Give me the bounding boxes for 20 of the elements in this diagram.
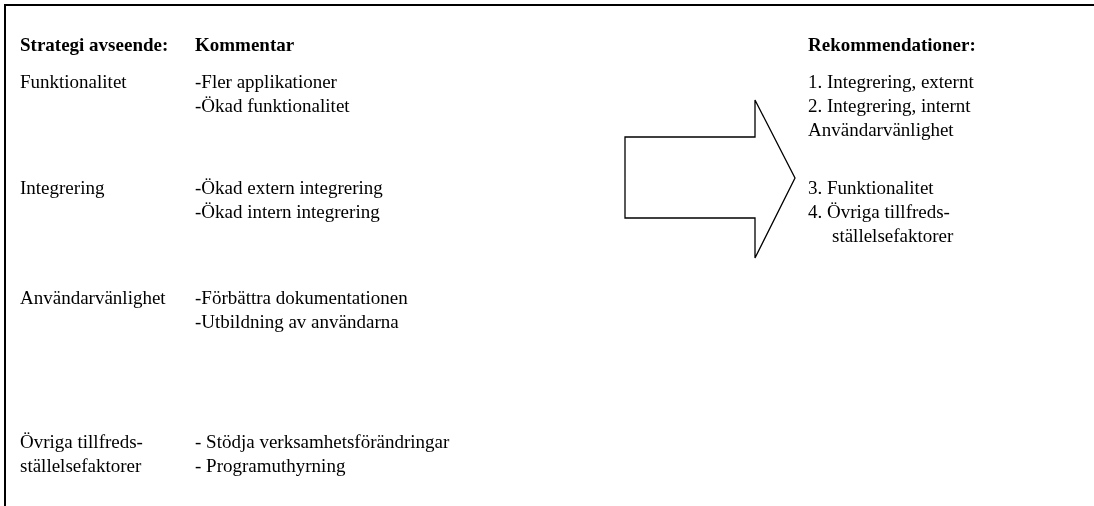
comment-text: -Fler applikationer (195, 70, 337, 94)
column-heading: Kommentar (195, 33, 295, 57)
comment-text: - Stödja verksamhetsförändringar (195, 430, 450, 454)
comment-text: - Programuthyrning (195, 454, 346, 478)
recommendation-text: Användarvänlighet (808, 118, 954, 142)
recommendation-text: 4. Övriga tillfreds- ställelsefaktorer (808, 200, 955, 248)
column-heading: Strategi avseende: (20, 33, 169, 57)
column-heading: Rekommendationer: (808, 33, 976, 57)
comment-text: -Ökad funktionalitet (195, 94, 350, 118)
strategy-label: Övriga tillfreds- ställelsefaktorer (20, 430, 144, 478)
comment-text: -Förbättra dokumentationen (195, 286, 408, 310)
recommendation-text: 1. Integrering, externt (808, 70, 974, 94)
comment-text: -Ökad intern integrering (195, 200, 380, 224)
strategy-label: Funktionalitet (20, 70, 127, 94)
strategy-label: Integrering (20, 176, 105, 200)
recommendation-text: 2. Integrering, internt (808, 94, 971, 118)
comment-text: -Utbildning av användarna (195, 310, 399, 334)
recommendation-text: 3. Funktionalitet (808, 176, 934, 200)
strategy-label: Användarvänlighet (20, 286, 166, 310)
comment-text: -Ökad extern integrering (195, 176, 383, 200)
